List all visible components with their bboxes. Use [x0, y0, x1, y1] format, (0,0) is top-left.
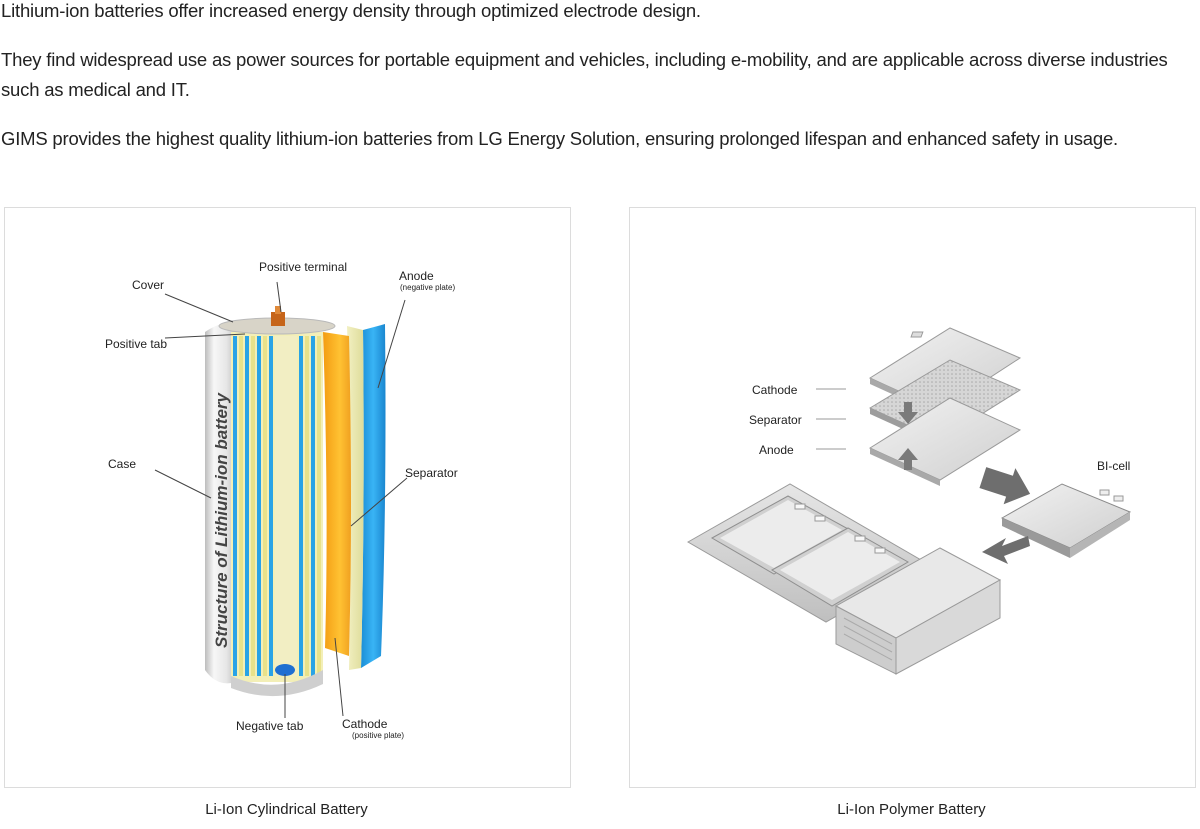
electrode-layers [231, 332, 323, 697]
arrow-down-icon [898, 402, 918, 424]
label-separator: Separator [749, 413, 802, 427]
label-cathode: Cathode [752, 383, 798, 397]
bicell [1000, 483, 1132, 558]
label-cover: Cover [132, 278, 164, 292]
battery-pack [834, 547, 1002, 675]
label-cathode-note: (positive plate) [352, 731, 404, 740]
pouch-case [686, 483, 930, 623]
label-lines [816, 388, 846, 450]
cylindrical-battery-diagram: Structure of Lithium-ion battery Positiv… [105, 260, 458, 740]
vertical-title: Structure of Lithium-ion battery [212, 391, 231, 648]
arrow-left-icon [982, 536, 1030, 564]
negative-tab [275, 664, 295, 676]
intro-paragraph-3: GIMS provides the highest quality lithiu… [1, 128, 1118, 149]
intro-paragraph-1: Lithium-ion batteries offer increased en… [1, 0, 701, 21]
cathode-sheet [323, 332, 351, 656]
arrow-right-icon [979, 467, 1031, 505]
polymer-battery-diagram: Cathode Separator Anode BI-cell [686, 327, 1132, 675]
label-anode: Anode [759, 443, 794, 457]
polymer-battery-figure: Cathode Separator Anode BI-cell [629, 207, 1196, 788]
label-separator: Separator [405, 466, 458, 480]
cylindrical-battery-figure: Structure of Lithium-ion battery Positiv… [4, 207, 571, 788]
label-negative-tab: Negative tab [236, 719, 304, 733]
anode-sheet [361, 324, 386, 668]
label-anode-note: (negative plate) [400, 283, 455, 292]
label-cathode: Cathode [342, 717, 388, 731]
positive-terminal [271, 312, 285, 326]
intro-paragraph-2: They find widespread use as power source… [1, 49, 1168, 100]
label-bicell: BI-cell [1097, 459, 1130, 473]
caption-cylindrical: Li-Ion Cylindrical Battery [205, 801, 368, 818]
label-anode: Anode [399, 269, 434, 283]
label-case: Case [108, 457, 136, 471]
separator-sheet [347, 326, 364, 670]
arrow-up-icon [898, 448, 918, 470]
leader-lines [154, 281, 408, 718]
label-positive-tab: Positive tab [105, 337, 167, 351]
caption-polymer: Li-Ion Polymer Battery [837, 801, 986, 818]
label-positive-terminal: Positive terminal [259, 260, 347, 274]
